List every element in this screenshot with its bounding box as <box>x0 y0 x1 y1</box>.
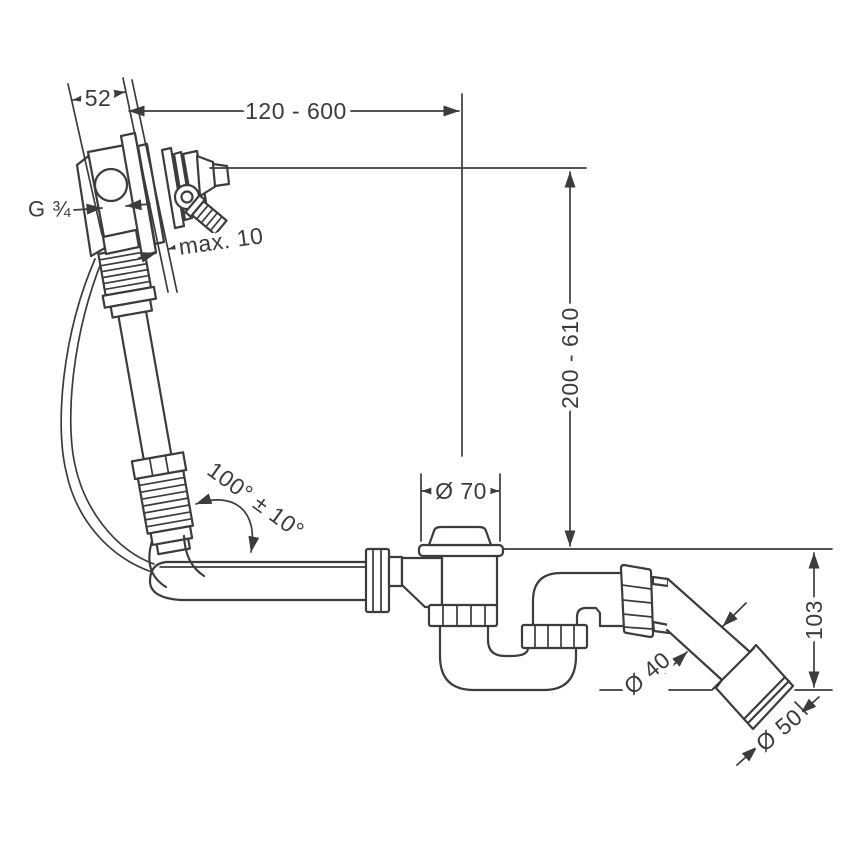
dim-thread-size: G ¾ <box>28 197 151 222</box>
dim-vertical-range: 200 - 610 <box>209 167 833 550</box>
leader-arrow <box>736 746 758 766</box>
dim-thread-size-label: G ¾ <box>28 197 71 222</box>
hose-connector <box>160 146 231 236</box>
waste-plug-cap <box>427 525 493 547</box>
cable-inner-line <box>69 257 155 565</box>
leader-arrow <box>73 203 103 215</box>
rib-line <box>101 268 149 279</box>
mounting-plate <box>136 142 166 246</box>
rib-line <box>144 511 192 521</box>
dim-valve-depth: 52 <box>67 80 126 236</box>
trap-outer-wall <box>438 624 578 692</box>
dim-wall-thickness-label: max. 10 <box>177 222 265 260</box>
overflow-pipe <box>148 560 368 602</box>
outlet-pipe-and-socket <box>665 577 795 731</box>
corrugation-ribs <box>138 476 193 528</box>
overflow-filler-valve <box>75 131 166 258</box>
rib-line <box>139 483 187 494</box>
trap-inner-wall <box>486 624 530 658</box>
mounting-plate <box>119 131 158 258</box>
overflow-pipe-nut <box>364 547 391 614</box>
leader-arrow <box>664 651 688 674</box>
cable-outer-line <box>60 258 153 573</box>
leader-arrow <box>168 239 188 251</box>
rib-line <box>141 497 189 507</box>
dim-waste-diameter: Ø 70 <box>420 473 501 542</box>
hose-tube <box>117 310 173 461</box>
trap-right-nut <box>520 623 589 650</box>
angle-arc-arrow <box>195 493 260 553</box>
socket-face-line <box>747 679 791 724</box>
valve-neck <box>101 228 141 256</box>
rib-line <box>622 613 653 618</box>
dim-outlet-height: 103 <box>599 552 833 691</box>
dim-outlet-height-label: 103 <box>801 600 827 640</box>
rib-line <box>140 490 188 501</box>
rib-line <box>200 208 214 224</box>
rib-line <box>138 476 186 487</box>
waste-tee <box>364 525 505 628</box>
flexible-overflow-hose <box>97 244 195 556</box>
rib-line <box>209 215 223 232</box>
barb-body <box>190 200 228 236</box>
trap-u-bend <box>438 623 589 692</box>
leader-arrow <box>722 602 747 627</box>
socket-joint-line <box>711 646 756 691</box>
rib-line <box>622 599 653 604</box>
dim-hose-angle: 100° ± 10° <box>195 451 314 553</box>
dim-vertical-range-label: 200 - 610 <box>557 307 583 409</box>
rib-line <box>204 212 219 228</box>
socket-face-line <box>743 675 787 720</box>
rib-line <box>145 517 193 528</box>
rib-line <box>99 256 147 267</box>
control-cable <box>60 257 155 573</box>
rib-line <box>98 251 146 261</box>
hose-coupler <box>155 537 191 556</box>
dimension-line <box>72 88 126 104</box>
nut-clip-tab <box>651 575 670 588</box>
rib-line <box>143 504 191 514</box>
leader-arrow <box>125 199 151 211</box>
barb-ring-hole <box>180 190 194 204</box>
dim-horizontal-range-label: 120 - 600 <box>245 98 347 124</box>
rib-line <box>195 204 210 220</box>
tee-adapter <box>387 555 404 588</box>
outlet-elbow <box>531 563 671 639</box>
rib-line <box>621 584 652 590</box>
leader-arrow <box>800 696 820 714</box>
boot-right-edge <box>182 534 206 578</box>
dim-pipe-diameter-label: Ø 40 <box>619 646 675 699</box>
rib-line <box>100 262 148 273</box>
dim-valve-depth-label: 52 <box>85 85 112 111</box>
elbow-outer-edge <box>531 571 628 627</box>
hose-boot <box>148 534 206 589</box>
leader-arrow <box>138 252 157 263</box>
nut-divider <box>148 457 154 477</box>
secure-hose-barb <box>184 194 228 236</box>
nut-clip-tab <box>651 620 671 635</box>
boot-left-edge <box>148 539 168 589</box>
nipple-tip <box>211 162 231 188</box>
elbow-inner-edge <box>575 606 626 628</box>
dim-waste-diameter-label: Ø 70 <box>435 478 487 504</box>
waste-flange <box>417 543 505 558</box>
corrugation-ribs <box>98 251 151 291</box>
pipe-left-cap <box>148 560 183 602</box>
connector-plate <box>160 146 186 230</box>
waste-tee-nut <box>427 603 499 628</box>
rib-line <box>102 274 150 285</box>
tee-horizontal-body <box>400 556 444 609</box>
rib-line <box>623 626 653 630</box>
rib-line <box>103 280 151 291</box>
dim-horizontal-range: 120 - 600 <box>128 93 463 457</box>
valve-knob <box>93 167 129 203</box>
nut-divider <box>164 454 170 474</box>
